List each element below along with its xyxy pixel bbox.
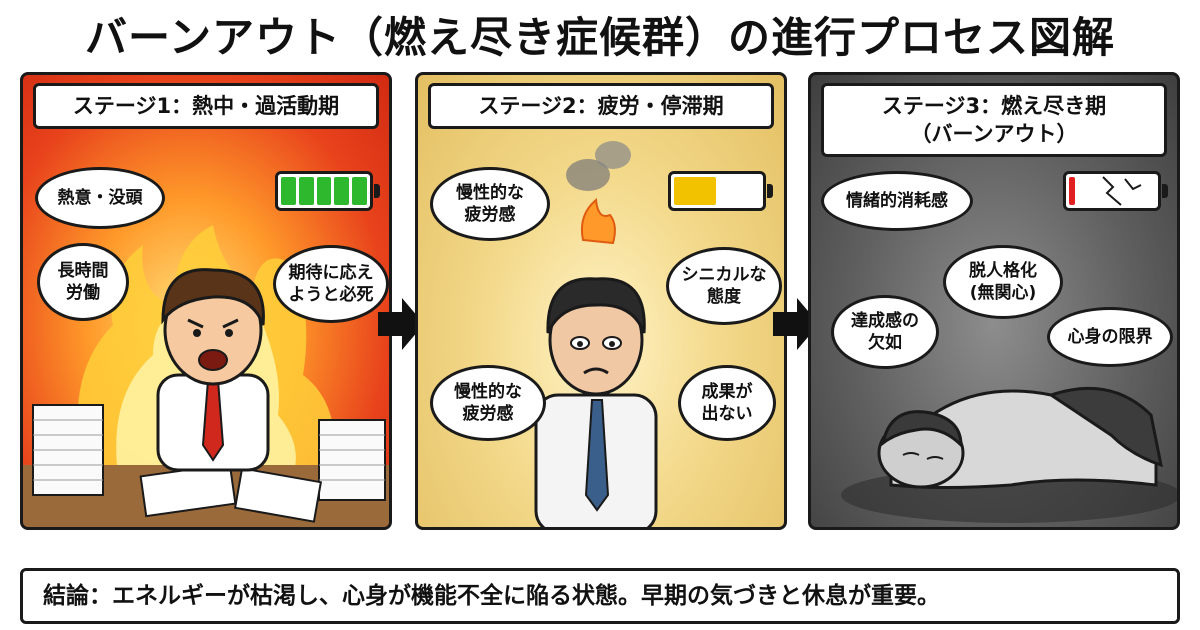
battery-cell (316, 177, 332, 205)
bubble-no-results: 成果が 出ない (678, 365, 776, 441)
bubble-chronic-fatigue-2: 慢性的な 疲労感 (430, 365, 546, 441)
stage-3-header: ステージ3：燃え尽き期 （バーンアウト） (821, 83, 1167, 157)
page-title: バーンアウト（燃え尽き症候群）の進行プロセス図解 (85, 13, 1115, 62)
battery-crack-icon (1102, 176, 1142, 206)
bubble-emotional-exhaustion: 情緒的消耗感 (821, 171, 973, 231)
collapsed-person-illustration (841, 386, 1177, 523)
stage-2-header: ステージ2：疲労・停滞期 (428, 83, 774, 129)
cracked-battery-icon (1063, 171, 1168, 211)
battery-cell (352, 177, 367, 205)
battery-cell (718, 177, 760, 205)
battery-cell (281, 177, 296, 205)
bubble-lack-of-achievement: 達成感の 欠如 (831, 295, 939, 369)
bubble-depersonalization: 脱人格化 (無関心) (943, 245, 1063, 319)
arrow-right-icon (773, 298, 819, 350)
bubble-cynical-attitude: シニカルな 態度 (666, 247, 782, 325)
tired-person-illustration (534, 141, 658, 527)
stage-3-header-line1: ステージ3：燃え尽き期 (881, 94, 1107, 118)
stage-3-header-line2: （バーンアウト） (910, 122, 1078, 146)
battery-icon (275, 171, 380, 211)
desk-illustration (23, 268, 389, 527)
battery-cell (334, 177, 350, 205)
battery-cell (1122, 177, 1129, 205)
conclusion-box: 結論：エネルギーが枯渇し、心身が機能不全に陥る状態。早期の気づきと休息が重要。 (20, 568, 1180, 624)
battery-cell (1095, 177, 1102, 205)
bubble-meet-expectations: 期待に応え ようと必死 (273, 245, 389, 323)
stage-2-panel: ステージ2：疲労・停滞期 慢性的な 疲労感 シニカルな 態度 慢性的な 疲労感 … (415, 72, 787, 530)
battery-cell (1086, 177, 1093, 205)
bubble-chronic-fatigue: 慢性的な 疲労感 (430, 167, 550, 241)
stage-3-panel: ステージ3：燃え尽き期 （バーンアウト） 情緒的消耗感 脱人格化 (無関心) 達… (808, 72, 1180, 530)
battery-cell (1131, 177, 1138, 205)
battery-cell (1077, 177, 1084, 205)
battery-cell (1140, 177, 1147, 205)
battery-cell (1069, 177, 1075, 205)
arrow-right-icon (378, 298, 424, 350)
stage-1-header: ステージ1：熱中・過活動期 (33, 83, 379, 129)
bubble-enthusiasm: 熱意・没頭 (35, 167, 165, 229)
battery-cell (1149, 177, 1156, 205)
battery-icon (668, 171, 773, 211)
battery-cell (1104, 177, 1111, 205)
bubble-physical-limit: 心身の限界 (1047, 307, 1173, 367)
battery-cell (674, 177, 716, 205)
battery-cell (1113, 177, 1120, 205)
bubble-long-hours: 長時間 労働 (37, 243, 129, 321)
stage-1-panel: ステージ1：熱中・過活動期 熱意・没頭 長時間 労働 期待に応え ようと必死 (20, 72, 392, 530)
battery-cell (298, 177, 314, 205)
